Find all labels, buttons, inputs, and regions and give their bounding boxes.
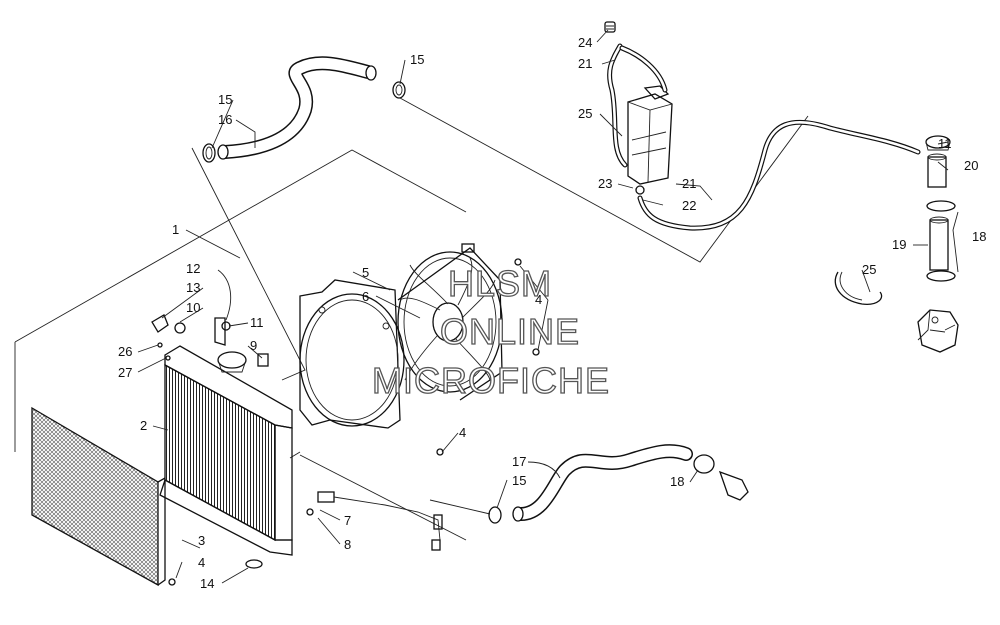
callout-21-upper: 21	[578, 56, 592, 71]
callout-13: 13	[186, 280, 200, 295]
callout-23: 23	[598, 176, 612, 191]
callout-15-upper-left: 15	[218, 92, 232, 107]
watermark-line-2: ONLINE	[440, 311, 580, 352]
callout-18-upper: 18	[972, 229, 986, 244]
radiator-cap	[217, 351, 247, 373]
overflow-bottle	[627, 85, 673, 185]
watermark-line-1: HLSM	[448, 263, 552, 304]
spring-clamp-25	[834, 271, 883, 305]
callout-4-fan: 4	[535, 292, 542, 307]
fan-screws	[436, 258, 540, 456]
radiator-cap-right	[925, 135, 951, 151]
callout-6: 6	[362, 289, 369, 304]
callout-11-right: 11	[938, 136, 952, 151]
lower-hose	[512, 444, 693, 522]
small-clamp-23	[635, 185, 645, 195]
callout-8: 8	[344, 537, 351, 552]
fan-switch	[306, 491, 443, 551]
callout-21-lower: 21	[682, 176, 696, 191]
fan-shroud	[299, 279, 405, 429]
callout-15-upper-right: 15	[410, 52, 424, 67]
hose-clamp-upper-right	[392, 81, 406, 99]
callout-16: 16	[218, 112, 232, 127]
watermark-line-3: MICROFICHE	[372, 360, 610, 401]
thermostat-housing	[917, 309, 959, 353]
callout-26: 26	[118, 344, 132, 359]
radiator	[159, 317, 293, 556]
callout-24: 24	[578, 35, 592, 50]
callout-10: 10	[186, 300, 200, 315]
hose-clamp-lower-left	[488, 506, 502, 524]
callout-25-upper: 25	[578, 106, 592, 121]
assembly-outline	[14, 147, 467, 541]
callout-labels: 1 2 3 4 4 4 5 6 7 8 9 10 11 11 12 13 14 …	[118, 35, 986, 591]
callout-17: 17	[512, 454, 526, 469]
callout-4-shroud: 4	[459, 425, 466, 440]
callout-19: 19	[892, 237, 906, 252]
callout-1: 1	[172, 222, 179, 237]
callout-4-screen: 4	[198, 555, 205, 570]
bottle-cap	[604, 21, 616, 33]
leader-lines	[137, 29, 959, 584]
callout-14: 14	[200, 576, 214, 591]
radiator-fittings	[151, 314, 269, 586]
callout-7: 7	[344, 513, 351, 528]
overflow-tubes	[607, 43, 921, 231]
callout-3: 3	[198, 533, 205, 548]
callout-11-left: 11	[250, 315, 264, 330]
callout-5: 5	[362, 265, 369, 280]
short-hose	[929, 216, 949, 271]
callout-15-lower: 15	[512, 473, 526, 488]
callout-9: 9	[250, 338, 257, 353]
callout-18-lower: 18	[670, 474, 684, 489]
upper-hose	[217, 56, 377, 160]
callout-12: 12	[186, 261, 200, 276]
callout-2: 2	[140, 418, 147, 433]
fill-neck	[927, 153, 947, 188]
callout-27: 27	[118, 365, 132, 380]
callout-20: 20	[964, 158, 978, 173]
hose-clamp-upper-left	[202, 143, 216, 163]
callout-25-lower: 25	[862, 262, 876, 277]
clamps-18	[926, 200, 956, 282]
watermark: HLSM ONLINE MICROFICHE	[371, 262, 610, 401]
hose-clamp-lower-right	[693, 454, 749, 501]
coolant-tube-line	[289, 97, 809, 515]
callout-22: 22	[682, 198, 696, 213]
cooling-fan	[397, 243, 503, 401]
radiator-screen	[31, 406, 166, 587]
